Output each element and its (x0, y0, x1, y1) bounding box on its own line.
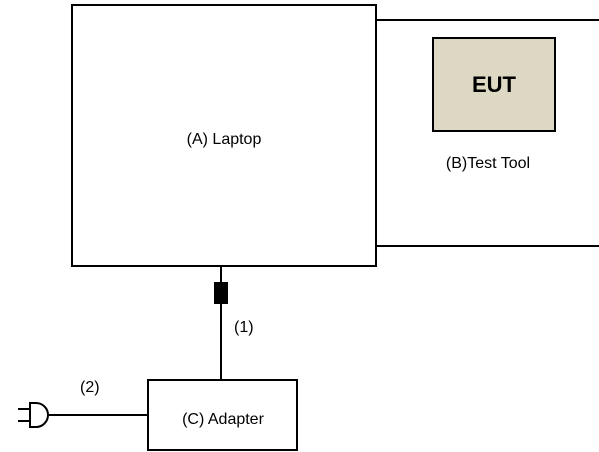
laptop-box (71, 4, 377, 267)
cable-2-label: (2) (80, 379, 100, 396)
adapter-label: (C) Adapter (182, 411, 264, 428)
adapter-box (147, 379, 298, 451)
eut-label: EUT (472, 72, 517, 97)
cable-1-label: (1) (234, 319, 254, 336)
laptop-label: (A) Laptop (187, 131, 262, 148)
test-tool-label: (B)Test Tool (446, 155, 530, 172)
eut-box (432, 37, 556, 132)
ferrite-core-icon (214, 282, 228, 304)
power-plug-icon (18, 402, 49, 428)
